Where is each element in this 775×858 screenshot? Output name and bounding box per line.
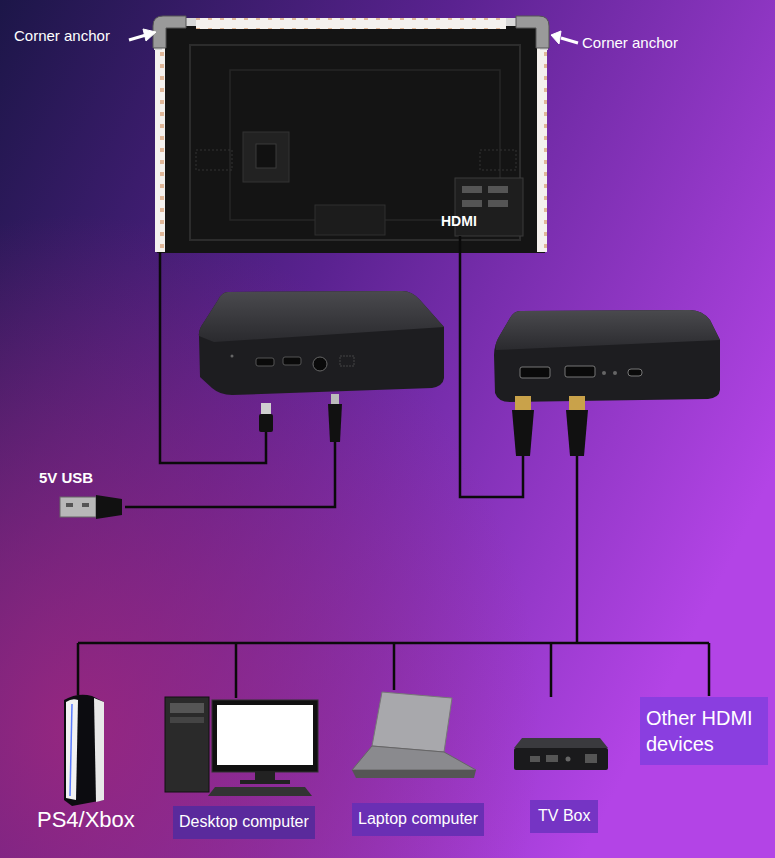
node-text: TV Box [538,806,590,827]
corner-anchor-clip [153,16,549,48]
device-label-box: TV Box [530,800,598,833]
node-text: PS4/Xbox [37,806,135,835]
desktop-icon [165,697,318,796]
node-text: Desktop computer [179,812,309,833]
node-text: Laptop computer [358,809,478,830]
device-label: PS4/Xbox [35,806,137,835]
port-label: HDMI [441,213,477,229]
sync-box [199,291,444,395]
device-label-box: Other HDMI devices [640,697,768,765]
hdmi-box [494,310,720,402]
tv-box-icon [514,738,608,770]
micro-usb-plug [259,403,273,432]
led-strip [155,18,547,252]
callout-label: Corner anchor [14,27,110,44]
node-text: Other HDMI devices [646,705,762,757]
dc-plug [328,394,342,442]
hdmi-plug [512,396,588,456]
device-label-box: Laptop computer [352,803,484,836]
usb-plug [60,495,122,519]
pointer-arrow [129,29,578,44]
callout-label: Corner anchor [582,34,678,51]
console-icon [64,695,104,806]
power-label: 5V USB [39,469,93,486]
laptop-icon [352,692,476,778]
device-label-box: Desktop computer [173,806,315,839]
cable [78,236,709,698]
tv-back [157,18,545,253]
